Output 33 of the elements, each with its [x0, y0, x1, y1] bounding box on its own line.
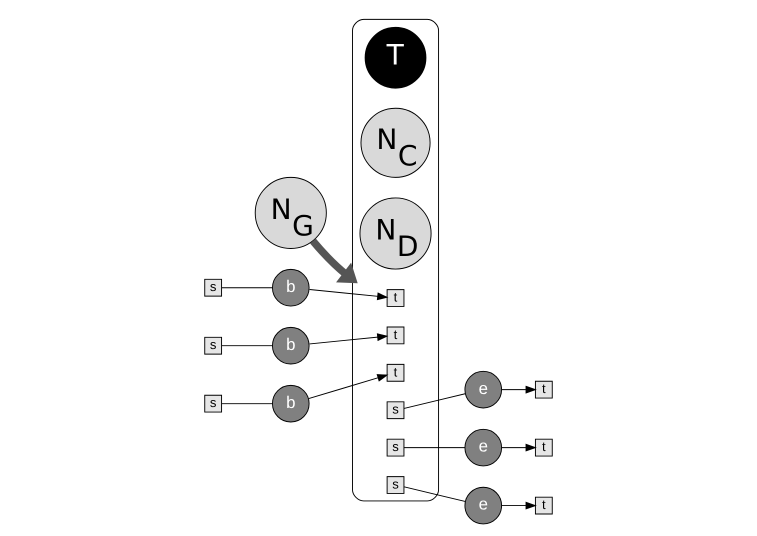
connector [404, 447, 465, 448]
node-box: s [204, 394, 222, 413]
arrow [501, 386, 537, 394]
node-box: s [204, 336, 222, 355]
node-box: s [386, 438, 404, 456]
arrow [309, 289, 388, 300]
node-box: t [534, 496, 553, 514]
arrow [309, 333, 388, 344]
connector [221, 345, 273, 346]
arrow [501, 502, 537, 510]
node-circle: T [364, 26, 426, 89]
node-circle: b [272, 326, 310, 364]
node-circle: e [464, 486, 502, 524]
node-box: s [386, 401, 404, 420]
node-box: t [386, 289, 404, 307]
arrow [310, 238, 358, 284]
node-box: t [534, 380, 553, 399]
node-box: s [386, 476, 404, 494]
node-circle: b [272, 384, 310, 422]
connector [221, 403, 273, 404]
connector [404, 393, 466, 409]
arrow [501, 444, 537, 452]
node-circle: e [464, 370, 502, 408]
arrow [308, 374, 388, 400]
connector [221, 287, 273, 288]
node-circle: b [272, 268, 310, 307]
node-circle: e [464, 428, 502, 466]
node-box: t [534, 438, 553, 456]
cluster [352, 18, 440, 502]
node-box: t [386, 364, 404, 382]
connector [404, 486, 466, 502]
node-box: s [204, 278, 222, 297]
node-box: t [386, 326, 404, 344]
